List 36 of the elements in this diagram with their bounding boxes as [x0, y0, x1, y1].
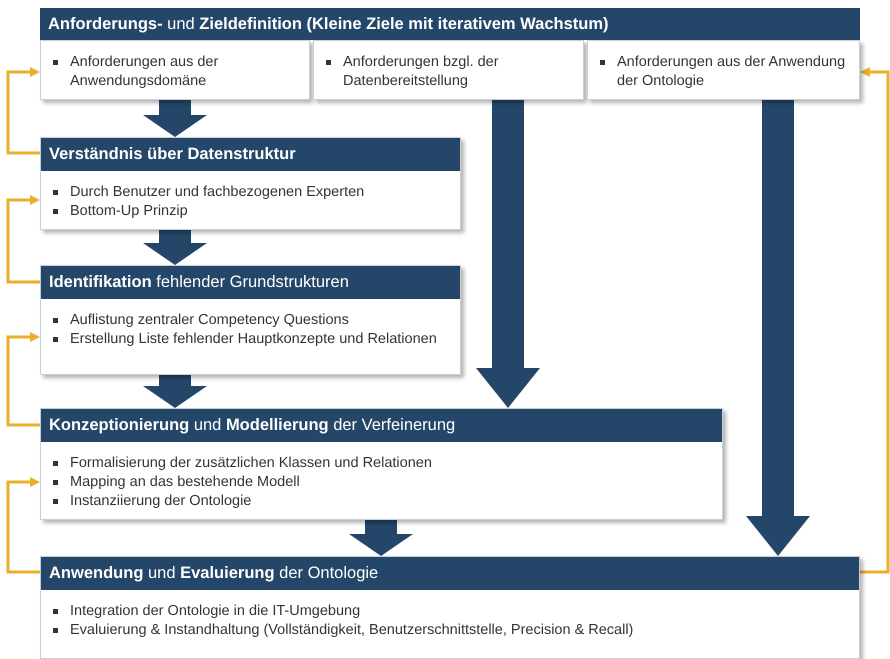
requirement-box: [313, 40, 584, 100]
bullet-text: Evaluierung & Instandhaltung (Vollständigkeit, Benutzerschnittstelle, Precision & Recall): [70, 621, 634, 640]
requirement-box: [40, 40, 310, 100]
heading-text: Anwendung und Evaluierung der Ontologie: [49, 563, 378, 584]
bullet-text: Formalisierung der zusätzlichen Klassen und Relationen: [70, 454, 432, 473]
process-box: [40, 408, 723, 520]
heading-text: Konzeptionierung und Modellierung der Verfeinerung: [49, 415, 456, 436]
bullet-text: Integration der Ontologie in die IT-Umgebung: [70, 602, 360, 621]
process-box: [40, 265, 461, 375]
bullet-text: Anforderungen aus der Anwendung der Ontologie: [617, 53, 846, 91]
bullet-text: Mapping an das bestehende Modell: [70, 473, 300, 492]
feedback-arrow: [6, 195, 40, 284]
block-arrow: [143, 230, 207, 265]
requirement-box: [587, 40, 860, 100]
heading-text: Anforderungs- und Zieldefinition (Kleine Ziele mit iterativem Wachstum): [48, 14, 608, 34]
bullet-text: Anforderungen bzgl. der Datenbereitstellung: [343, 53, 500, 91]
bullet-text: Bottom-Up Prinzip: [70, 202, 188, 221]
block-arrow: [143, 100, 207, 137]
heading-text: Verständnis über Datenstruktur: [49, 144, 296, 165]
process-box: [40, 556, 860, 659]
heading-text: Identifikation fehlender Grundstrukturen: [49, 272, 349, 293]
block-arrow: [349, 520, 413, 556]
header-band: [40, 8, 860, 40]
block-arrow: [143, 375, 207, 408]
feedback-arrow: [860, 67, 890, 574]
bullet-text: Durch Benutzer und fachbezogenen Experten: [70, 183, 364, 202]
bullet-text: Auflistung zentraler Competency Questions: [70, 311, 349, 330]
feedback-arrow: [6, 67, 40, 154]
bullet-text: Instanziierung der Ontologie: [70, 492, 252, 511]
block-arrow: [476, 100, 540, 408]
process-box: [40, 137, 461, 230]
bullet-text: Erstellung Liste fehlender Hauptkonzepte und Relationen: [70, 330, 437, 349]
block-arrow: [746, 100, 810, 556]
feedback-arrow: [6, 332, 40, 426]
bullet-text: Anforderungen aus der Anwendungsdomäne: [70, 53, 220, 91]
feedback-arrow: [6, 477, 40, 574]
